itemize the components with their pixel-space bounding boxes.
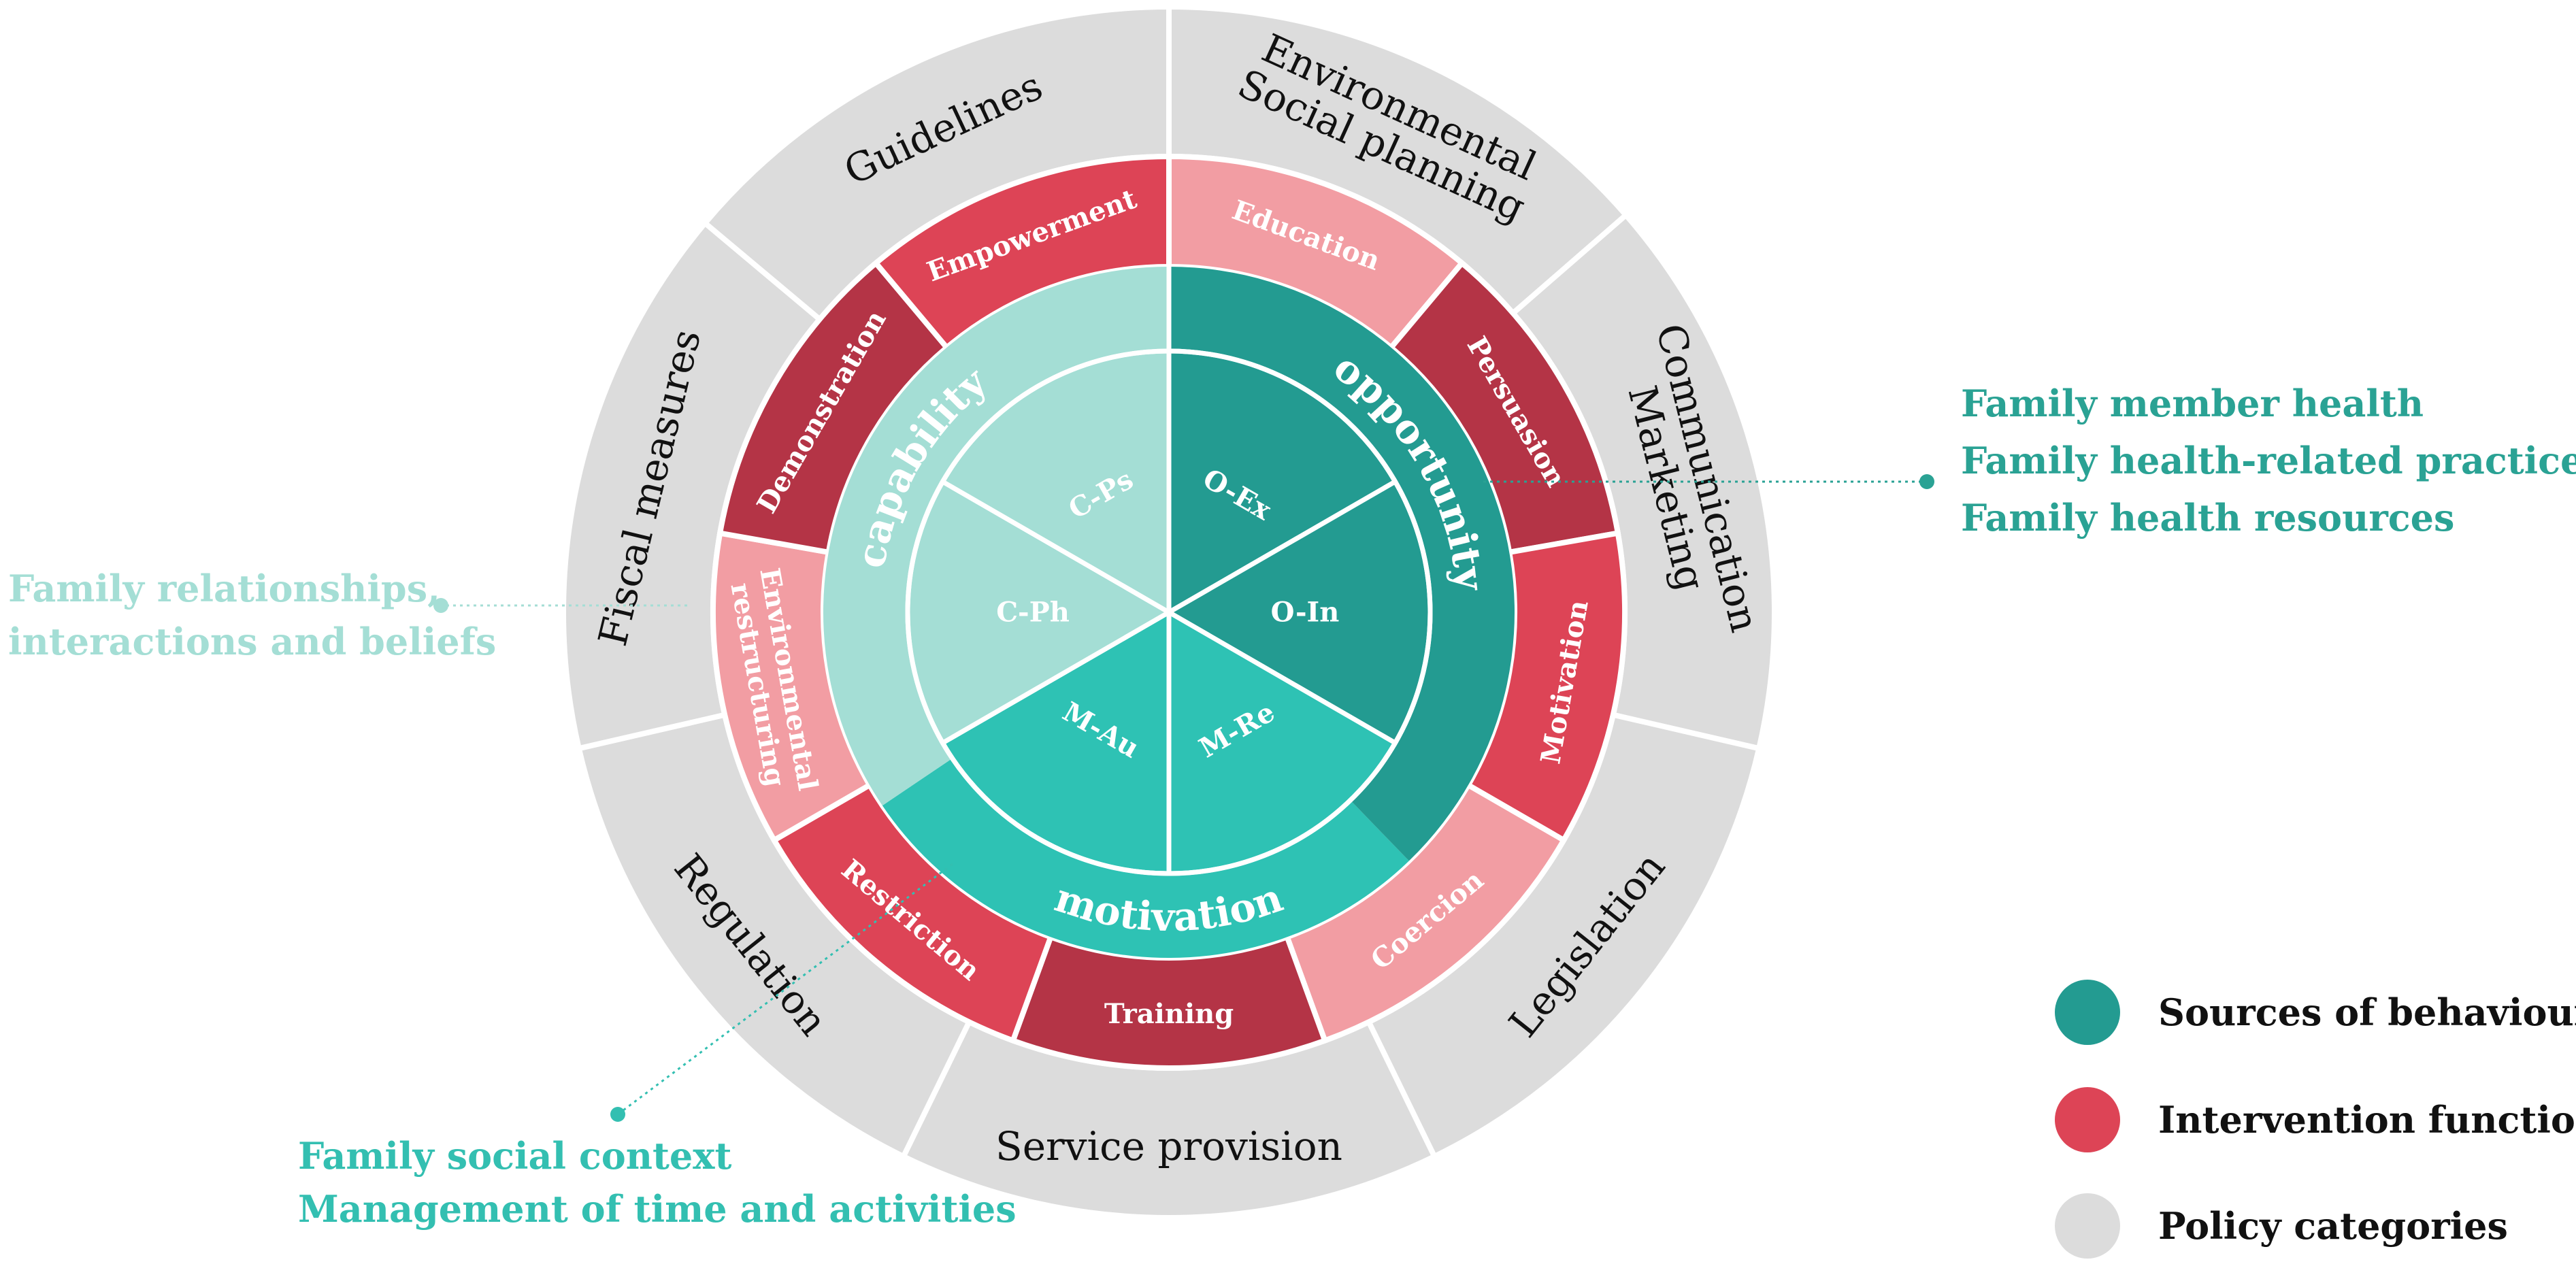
function-label-training: Training bbox=[1104, 998, 1234, 1030]
motivation-annotation-connector bbox=[617, 863, 953, 1116]
opportunity-annotation-dot bbox=[1919, 474, 1934, 489]
capability-annotation-text: Family relationships,interactions and be… bbox=[8, 567, 496, 663]
legend-label-policy-categories: Policy categories bbox=[2158, 1204, 2508, 1248]
capability-annotation-dot bbox=[433, 598, 448, 613]
motivation-annotation-dot bbox=[610, 1107, 625, 1122]
component-label-c-ph: C-Ph bbox=[996, 597, 1070, 629]
policy-ring: EnvironmentalSocial planningCommunicatio… bbox=[561, 3, 1777, 1220]
policy-label-service-provision: Service provision bbox=[995, 1123, 1342, 1169]
legend-swatch-policy-categories bbox=[2055, 1193, 2120, 1259]
components-ring: O-ExO-InM-ReM-AuC-PhC-Ps bbox=[905, 267, 1433, 876]
component-label-o-in: O-In bbox=[1271, 597, 1340, 629]
legend-swatch-sources-of-behaviour bbox=[2055, 980, 2120, 1045]
legend-label-sources-of-behaviour: Sources of behaviour bbox=[2158, 991, 2576, 1034]
legend-label-intervention-functions: Intervention functions bbox=[2158, 1098, 2576, 1142]
legend-swatch-intervention-functions bbox=[2055, 1087, 2120, 1152]
